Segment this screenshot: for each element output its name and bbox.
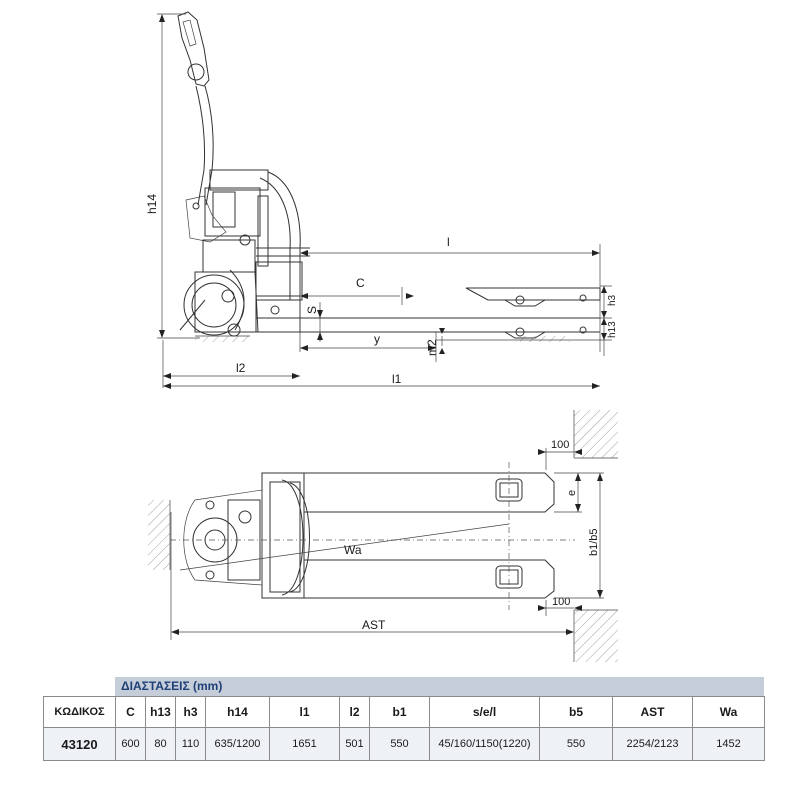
label-AST: AST — [362, 618, 386, 632]
ground-hatch-left — [195, 336, 250, 342]
pallet-truck-technical-drawing: h14 l C S y — [145, 11, 618, 662]
cell-code: 43120 — [43, 727, 116, 761]
top-forks — [170, 462, 575, 610]
cell-C: 600 — [115, 727, 146, 761]
cell-l2: 501 — [339, 727, 370, 761]
ground-hatch-right — [520, 336, 570, 342]
header-b1: b1 — [369, 696, 430, 728]
header-b5: b5 — [539, 696, 613, 728]
header-ast: AST — [612, 696, 693, 728]
top-view: Wa AST 100 100 e b1/b5 — [148, 410, 618, 662]
label-b1-b5: b1/b5 — [588, 528, 600, 556]
header-l2: l2 — [339, 696, 370, 728]
label-C: C — [356, 276, 365, 290]
specifications-section: ΔΙΑΣΤΑΣΕΙΣ (mm) ΚΩΔΙΚΟΣ C h13 h3 h14 l1 … — [43, 677, 765, 761]
label-h13: h13 — [607, 321, 618, 338]
table-row: 43120 600 80 110 635/1200 1651 501 550 4… — [43, 727, 765, 761]
cell-ast: 2254/2123 — [612, 727, 693, 761]
cell-sel: 45/160/1150(1220) — [429, 727, 540, 761]
top-chassis — [183, 472, 310, 599]
cell-h14: 635/1200 — [205, 727, 270, 761]
label-m2: m2 — [425, 339, 439, 356]
label-l: l — [447, 235, 450, 249]
drive-wheel — [179, 239, 259, 337]
cell-b1: 550 — [369, 727, 430, 761]
cell-wa: 1452 — [692, 727, 765, 761]
label-e: e — [566, 490, 578, 496]
cell-b5: 550 — [539, 727, 613, 761]
label-clearance-bottom: 100 — [552, 596, 570, 608]
side-view: h14 l C S y — [145, 11, 618, 389]
header-l1: l1 — [269, 696, 340, 728]
cell-h3: 110 — [175, 727, 206, 761]
header-h3: h3 — [175, 696, 206, 728]
header-wa: Wa — [692, 696, 765, 728]
header-sel: s/e/l — [429, 696, 540, 728]
tiller-handle — [177, 11, 214, 206]
wall-bottom-right — [574, 610, 618, 662]
label-clearance-top: 100 — [551, 439, 569, 451]
header-h13: h13 — [145, 696, 176, 728]
wall-left — [148, 500, 170, 570]
header-h14: h14 — [205, 696, 270, 728]
label-Wa: Wa — [344, 543, 362, 557]
label-l1: l1 — [392, 372, 402, 386]
cell-l1: 1651 — [269, 727, 340, 761]
label-y: y — [374, 332, 380, 346]
label-S: S — [305, 306, 319, 314]
drive-unit — [185, 169, 310, 301]
dimensions-table: ΚΩΔΙΚΟΣ C h13 h3 h14 l1 l2 b1 s/e/l b5 A… — [43, 696, 765, 761]
table-header-row: ΚΩΔΙΚΟΣ C h13 h3 h14 l1 l2 b1 s/e/l b5 A… — [43, 696, 765, 728]
label-h14: h14 — [145, 194, 159, 214]
label-h3: h3 — [607, 294, 618, 306]
dimensions-title: ΔΙΑΣΤΑΣΕΙΣ (mm) — [115, 677, 764, 696]
header-C: C — [115, 696, 146, 728]
header-code: ΚΩΔΙΚΟΣ — [43, 696, 116, 728]
side-dimensions: h14 l C S y — [145, 13, 618, 389]
cell-h13: 80 — [145, 727, 176, 761]
label-l2: l2 — [236, 361, 246, 375]
